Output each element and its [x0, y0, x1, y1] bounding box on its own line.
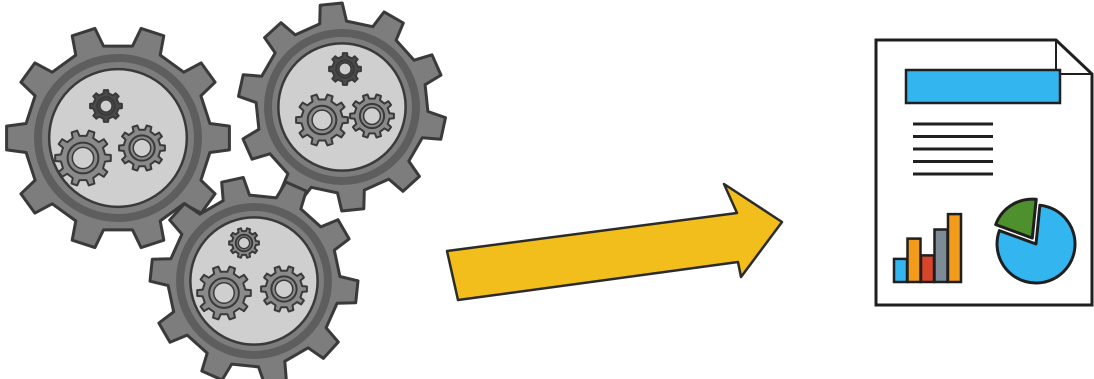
gear-icon	[261, 267, 307, 312]
gears-cluster	[7, 3, 446, 379]
gear-icon	[90, 90, 122, 122]
chart-bar	[948, 214, 961, 282]
chart-bar	[921, 255, 934, 282]
report-document-icon	[876, 40, 1092, 305]
gear-icon	[329, 53, 361, 85]
gear-icon	[197, 267, 251, 320]
gear-icon	[296, 95, 348, 146]
gear-icon	[119, 126, 165, 171]
chart-bar	[894, 259, 907, 282]
gear-icon	[150, 178, 358, 379]
gear-icon	[350, 95, 394, 138]
report-header-bar	[906, 70, 1060, 103]
arrow-right-icon	[447, 184, 782, 300]
chart-bar	[935, 230, 948, 283]
gear-icon	[239, 3, 446, 211]
gear-icon	[229, 228, 259, 257]
chart-bar	[908, 239, 921, 282]
